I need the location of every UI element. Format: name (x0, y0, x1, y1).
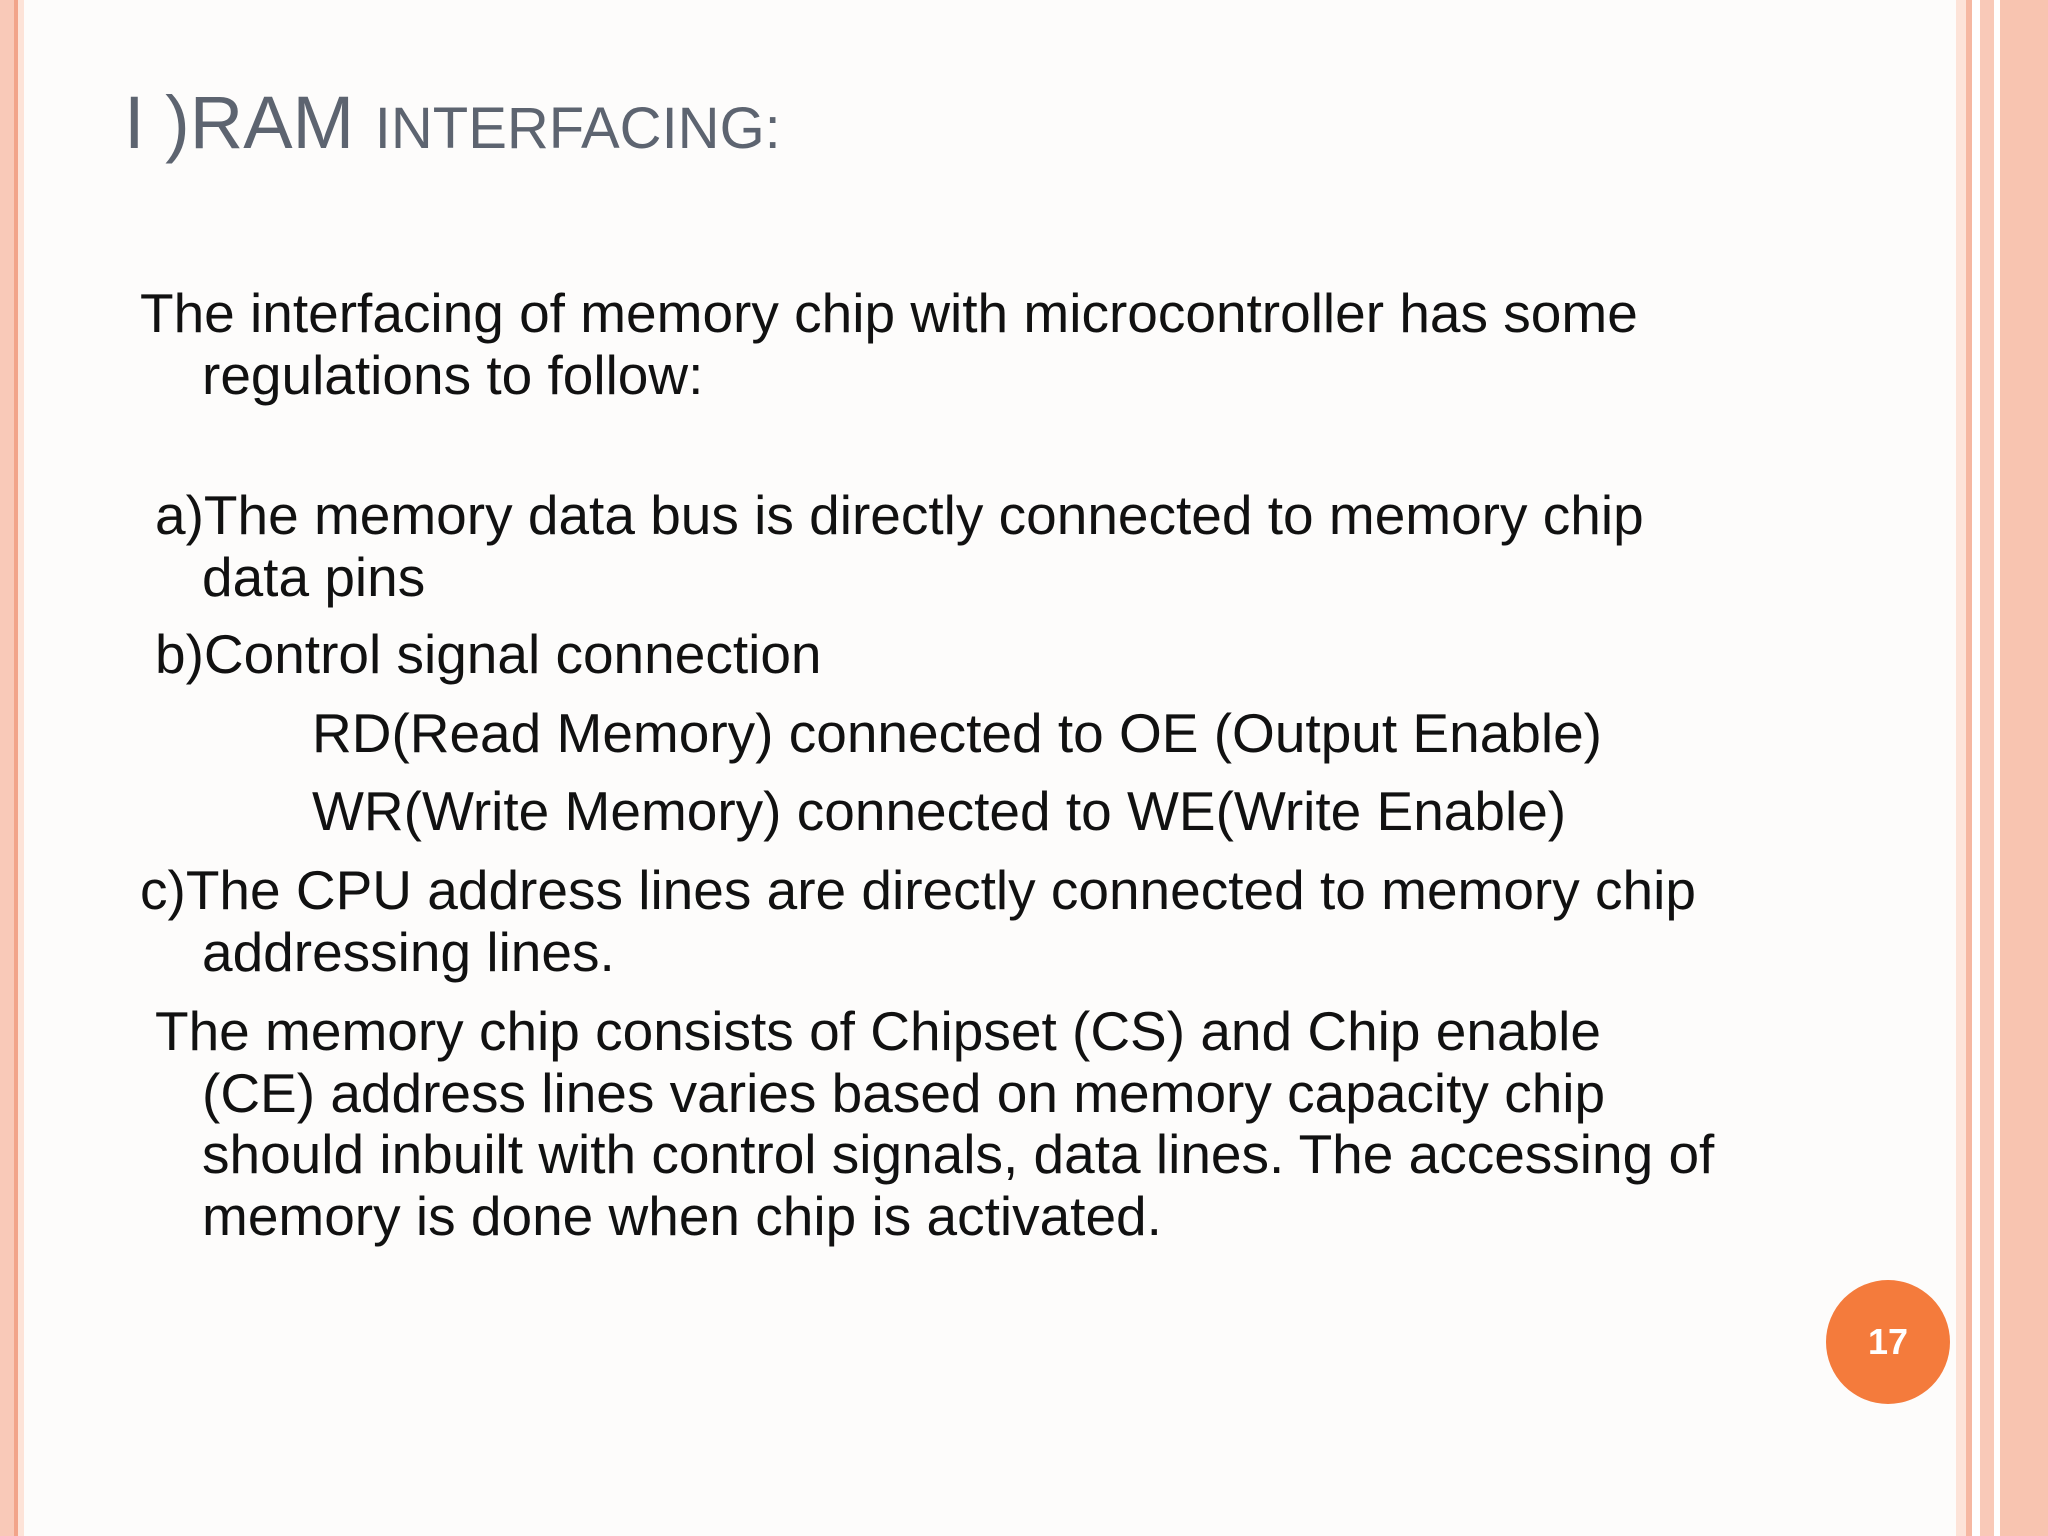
list-item-b: b)Control signal connection (155, 623, 822, 685)
sub-item-rd: RD(Read Memory) connected to OE (Output … (312, 702, 1603, 764)
closing-paragraph-line: memory is done when chip is activated. (202, 1185, 1162, 1247)
list-item-c: c)The CPU address lines are directly con… (140, 859, 1696, 921)
list-item-c-continued: addressing lines. (202, 921, 615, 983)
right-border-stripe (1994, 0, 2000, 1536)
body-line: The interfacing of memory chip with micr… (140, 282, 1638, 344)
right-border-stripe (1972, 0, 1980, 1536)
list-item-a-continued: data pins (202, 546, 426, 608)
list-item-a: a)The memory data bus is directly connec… (155, 484, 1644, 546)
right-border-stripe (1980, 0, 1994, 1536)
left-border-stripe (0, 0, 14, 1536)
title-rest: INTERFACING: (374, 96, 781, 161)
closing-paragraph-line: should inbuilt with control signals, dat… (202, 1123, 1715, 1185)
sub-item-wr: WR(Write Memory) connected to WE(Write E… (312, 780, 1567, 842)
page-number-badge: 17 (1826, 1280, 1950, 1404)
closing-paragraph-line: (CE) address lines varies based on memor… (202, 1062, 1606, 1124)
right-border-stripe (2000, 0, 2048, 1536)
right-border-stripe (1956, 0, 1966, 1536)
closing-paragraph: The memory chip consists of Chipset (CS)… (155, 1000, 1601, 1062)
right-border-stripe (1966, 0, 1972, 1536)
title-prefix: I )RAM (124, 81, 375, 164)
body-line: regulations to follow: (202, 344, 704, 406)
slide-title: I )RAM INTERFACING: (124, 86, 781, 160)
left-border-stripe (14, 0, 18, 1536)
left-border-stripe (18, 0, 24, 1536)
